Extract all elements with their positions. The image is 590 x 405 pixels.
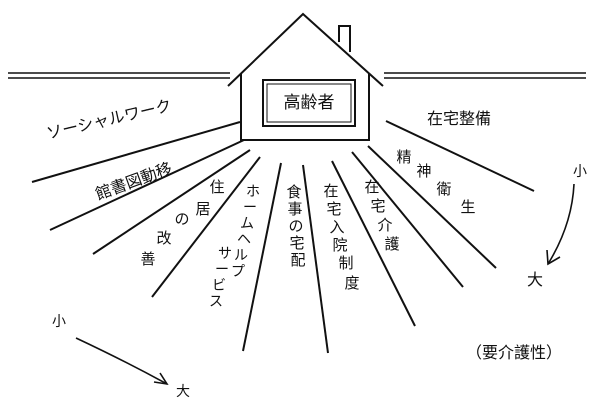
- arrow-right: 小 大: [527, 164, 587, 289]
- spoke-label-mobile-library: 館書図動移: [93, 159, 175, 204]
- spoke-char: 生: [460, 198, 475, 216]
- spoke-char: 宅: [370, 197, 385, 215]
- spoke-char: 在: [323, 182, 338, 200]
- spoke-char: 院: [332, 236, 347, 254]
- radial-spokes: [31, 120, 535, 354]
- spoke-char: ル: [234, 248, 248, 264]
- spoke-char: ビ: [212, 278, 226, 294]
- arrow-right-to: 大: [527, 270, 543, 289]
- spoke-char: ヘ: [237, 232, 251, 248]
- ground-lines: [8, 72, 586, 79]
- house-icon: [227, 12, 384, 141]
- spoke-char: ホ: [246, 184, 260, 200]
- spoke-char: 介: [377, 216, 392, 234]
- spoke-label-home-help: ホ ー ム ヘ ル プ サ ー ビ ス: [209, 184, 260, 310]
- spoke-char: 宅: [289, 234, 304, 252]
- arrow-left-to: 大: [176, 384, 190, 400]
- spoke-char: ー: [243, 200, 257, 216]
- arrow-right-from: 小: [573, 164, 587, 180]
- spoke-char: 衛: [436, 180, 451, 198]
- spoke-char: 精: [396, 148, 411, 166]
- arrow-left-from: 小: [52, 314, 66, 330]
- spoke-char: 居: [195, 200, 210, 218]
- spoke-char: サ: [218, 246, 232, 262]
- spoke-label-home-hospitalization: 在 宅 入 院 制 度: [323, 182, 359, 292]
- spoke-char: 在: [364, 178, 379, 196]
- spoke-char: 度: [344, 274, 359, 292]
- spoke-char: 制: [338, 254, 353, 272]
- spoke-char: の: [288, 217, 303, 235]
- spoke-char: プ: [231, 264, 245, 280]
- spoke-label-meal-delivery: 食 事 の 宅 配: [286, 183, 305, 269]
- spoke-char: 食: [286, 183, 301, 201]
- spoke-char: 護: [384, 235, 399, 253]
- spoke-char: 改: [156, 229, 171, 247]
- spoke-char: 宅: [326, 200, 341, 218]
- spoke-char: ム: [240, 216, 254, 232]
- caption: （要介護性）: [466, 343, 562, 362]
- label-home-maintenance: 在宅整備: [427, 109, 491, 128]
- spoke-label-mental-health: 精 神 衛 生: [396, 148, 475, 216]
- spoke-char: 善: [140, 250, 155, 268]
- spoke-label-home-care: 在 宅 介 護: [364, 178, 399, 253]
- spoke-char: 事: [287, 200, 302, 218]
- arrow-left-curve: [75, 337, 168, 385]
- arrow-right-curve: [547, 183, 575, 265]
- spoke-char: 入: [329, 218, 344, 236]
- spoke-char: 住: [209, 178, 224, 196]
- arrow-right-head: [546, 249, 561, 266]
- spoke-char: の: [174, 210, 189, 228]
- spoke-label-housing: 住 居 の 改 善: [140, 178, 224, 268]
- spoke-char: 神: [416, 162, 431, 180]
- label-social-work: ソーシャルワーク: [45, 96, 174, 143]
- spoke-char: 配: [290, 251, 305, 269]
- spoke-char: ー: [215, 262, 229, 278]
- arrow-left-head: [153, 372, 169, 386]
- center-label: 高齢者: [284, 93, 335, 113]
- arrow-left: 小 大: [52, 314, 190, 400]
- spoke-char: ス: [209, 294, 223, 310]
- center-box: [262, 79, 356, 127]
